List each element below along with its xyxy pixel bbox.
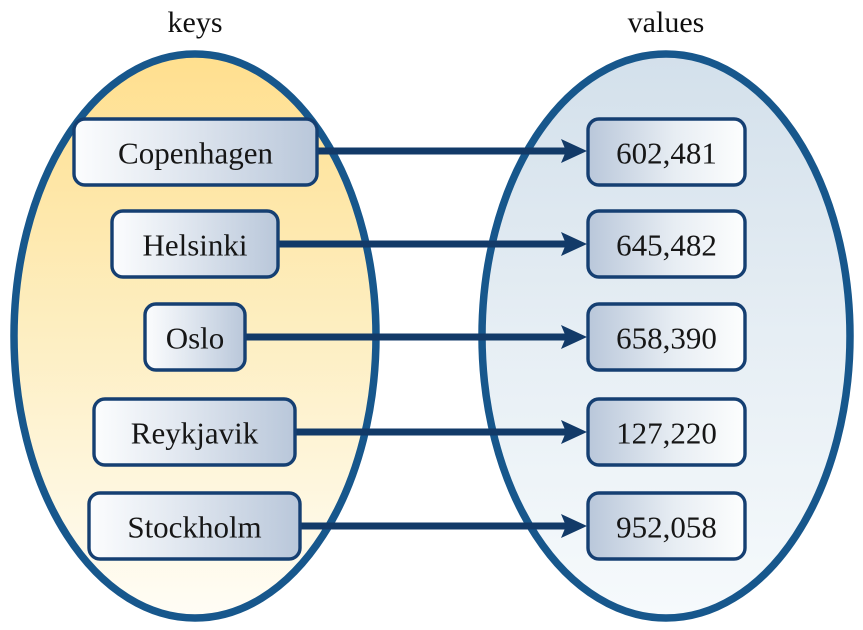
value-node-box[interactable]: [586, 302, 747, 372]
value-node-label: 645,482: [616, 228, 717, 263]
value-node-952058[interactable]: 952,058: [586, 491, 747, 561]
value-node-label: 127,220: [616, 416, 717, 451]
mapping-arrow-3: [295, 420, 587, 444]
key-node-label: Stockholm: [127, 510, 261, 545]
value-node-645482[interactable]: 645,482: [586, 209, 747, 279]
value-node-box[interactable]: [586, 209, 747, 279]
value-node-127220[interactable]: 127,220: [586, 397, 747, 467]
value-node-box[interactable]: [586, 397, 747, 467]
key-node-reykjavik[interactable]: Reykjavik: [92, 397, 297, 467]
key-node-box[interactable]: [87, 491, 302, 561]
value-node-box[interactable]: [586, 491, 747, 561]
value-node-label: 952,058: [616, 510, 717, 545]
value-node-602481[interactable]: 602,481: [586, 117, 747, 187]
key-node-stockholm[interactable]: Stockholm: [87, 491, 302, 561]
key-node-box[interactable]: [92, 397, 297, 467]
key-node-box[interactable]: [143, 302, 247, 372]
values-set-title: values: [628, 6, 705, 39]
value-node-label: 602,481: [616, 136, 717, 171]
key-node-box[interactable]: [72, 117, 319, 187]
key-node-label: Helsinki: [142, 228, 247, 263]
key-node-label: Oslo: [166, 321, 225, 356]
value-node-658390[interactable]: 658,390: [586, 302, 747, 372]
key-node-label: Reykjavik: [131, 416, 259, 451]
mapping-arrows: [245, 139, 587, 538]
keys-set-title: keys: [168, 6, 223, 39]
key-node-copenhagen[interactable]: Copenhagen: [72, 117, 319, 187]
mapping-arrow-4: [300, 514, 587, 538]
mapping-arrow-2: [245, 325, 587, 349]
key-node-oslo[interactable]: Oslo: [143, 302, 247, 372]
mapping-arrow-0: [316, 139, 587, 163]
key-node-box[interactable]: [110, 209, 280, 279]
value-node-label: 658,390: [616, 321, 717, 356]
mapping-arrow-1: [278, 232, 587, 256]
key-node-helsinki[interactable]: Helsinki: [110, 209, 280, 279]
key-node-label: Copenhagen: [118, 136, 273, 171]
value-node-box[interactable]: [586, 117, 747, 187]
